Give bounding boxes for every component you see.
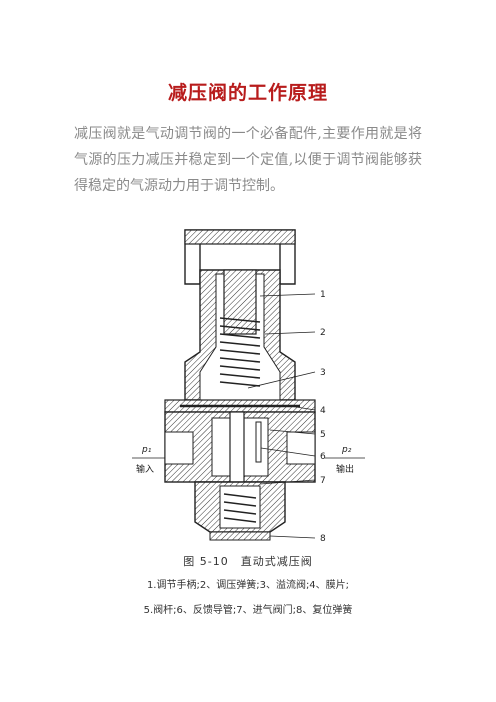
outlet-pressure-symbol: p₂ — [341, 445, 352, 455]
callout-6: 6 — [320, 452, 326, 462]
outlet-label: 输出 — [336, 463, 354, 475]
callout-8: 8 — [320, 534, 326, 544]
legend-line-1: 1.调节手柄;2、调压弹簧;3、溢流阀;4、膜片; — [146, 580, 350, 591]
lower-housing — [194, 481, 286, 541]
callout-2: 2 — [320, 328, 326, 338]
callout-1: 1 — [320, 290, 326, 300]
inlet-pressure-symbol: p₁ — [141, 445, 152, 455]
adjusting-handle — [184, 229, 296, 285]
figure-caption: 图 5-10 直动式减压阀 — [183, 555, 313, 568]
intro-paragraph: 减压阀就是气动调节阀的一个必备配件,主要作用就是将气源的压力减压并稳定到一个定值… — [74, 126, 422, 194]
valve-body — [164, 411, 316, 483]
document-title: 减压阀的工作原理 — [167, 82, 328, 104]
callout-4: 4 — [320, 406, 326, 416]
inlet-label: 输入 — [136, 463, 154, 475]
callout-3: 3 — [320, 368, 326, 378]
callout-7: 7 — [320, 476, 326, 486]
callout-5: 5 — [320, 430, 326, 440]
pressure-reducing-valve-diagram: 1 2 3 4 5 6 7 8 p₁ 输入 p₂ 输出 — [132, 229, 365, 544]
callout-leaders — [247, 293, 316, 539]
regulating-spring — [219, 317, 261, 387]
legend-line-2: 5.阀杆;6、反馈导管;7、进气阀门;8、复位弹簧 — [143, 605, 353, 616]
